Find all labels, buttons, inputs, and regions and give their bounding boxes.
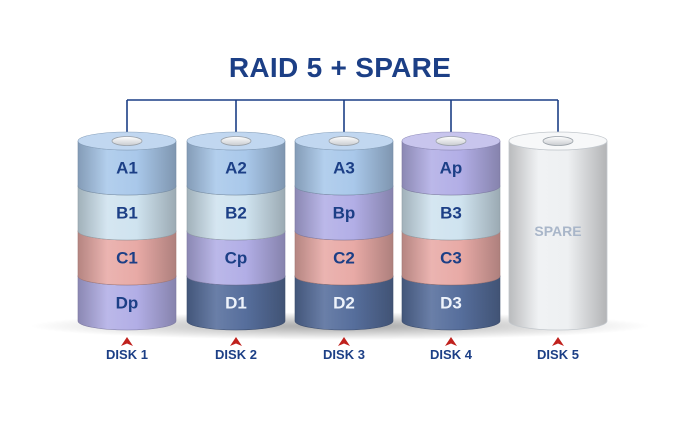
block-label: B1 — [116, 204, 138, 223]
disk-label: DISK 1 — [106, 347, 148, 362]
connector-hub — [220, 136, 252, 146]
disk-5: SPARE DISK 5 — [508, 131, 608, 362]
disk-label: DISK 5 — [537, 347, 579, 362]
block-label: D2 — [333, 294, 355, 313]
connector-hub — [328, 136, 360, 146]
block-label: C3 — [440, 249, 462, 268]
block-label: Cp — [225, 249, 248, 268]
block-label: A3 — [333, 159, 355, 178]
spare-label: SPARE — [534, 223, 581, 239]
disk-label: DISK 4 — [430, 347, 473, 362]
diagram-title: RAID 5 + SPARE — [228, 52, 452, 83]
disk-arrow-icon — [445, 337, 457, 346]
disk-label: DISK 2 — [215, 347, 257, 362]
block-label: D1 — [225, 294, 247, 313]
block-label: B3 — [440, 204, 462, 223]
block-label: A2 — [225, 159, 247, 178]
block-label: Dp — [116, 294, 139, 313]
block-label: A1 — [116, 159, 138, 178]
disk-arrow-icon — [552, 337, 564, 346]
disk-arrow-icon — [230, 337, 242, 346]
connector-hub — [542, 136, 574, 146]
connector-hub — [435, 136, 467, 146]
disk-arrow-icon — [338, 337, 350, 346]
disk-label: DISK 3 — [323, 347, 365, 362]
block-label: Ap — [440, 159, 463, 178]
block-label: B2 — [225, 204, 247, 223]
connector-hub — [111, 136, 143, 146]
block-label: C2 — [333, 249, 355, 268]
block-label: Bp — [333, 204, 356, 223]
block-label: D3 — [440, 294, 462, 313]
disk-arrow-icon — [121, 337, 133, 346]
block-label: C1 — [116, 249, 138, 268]
